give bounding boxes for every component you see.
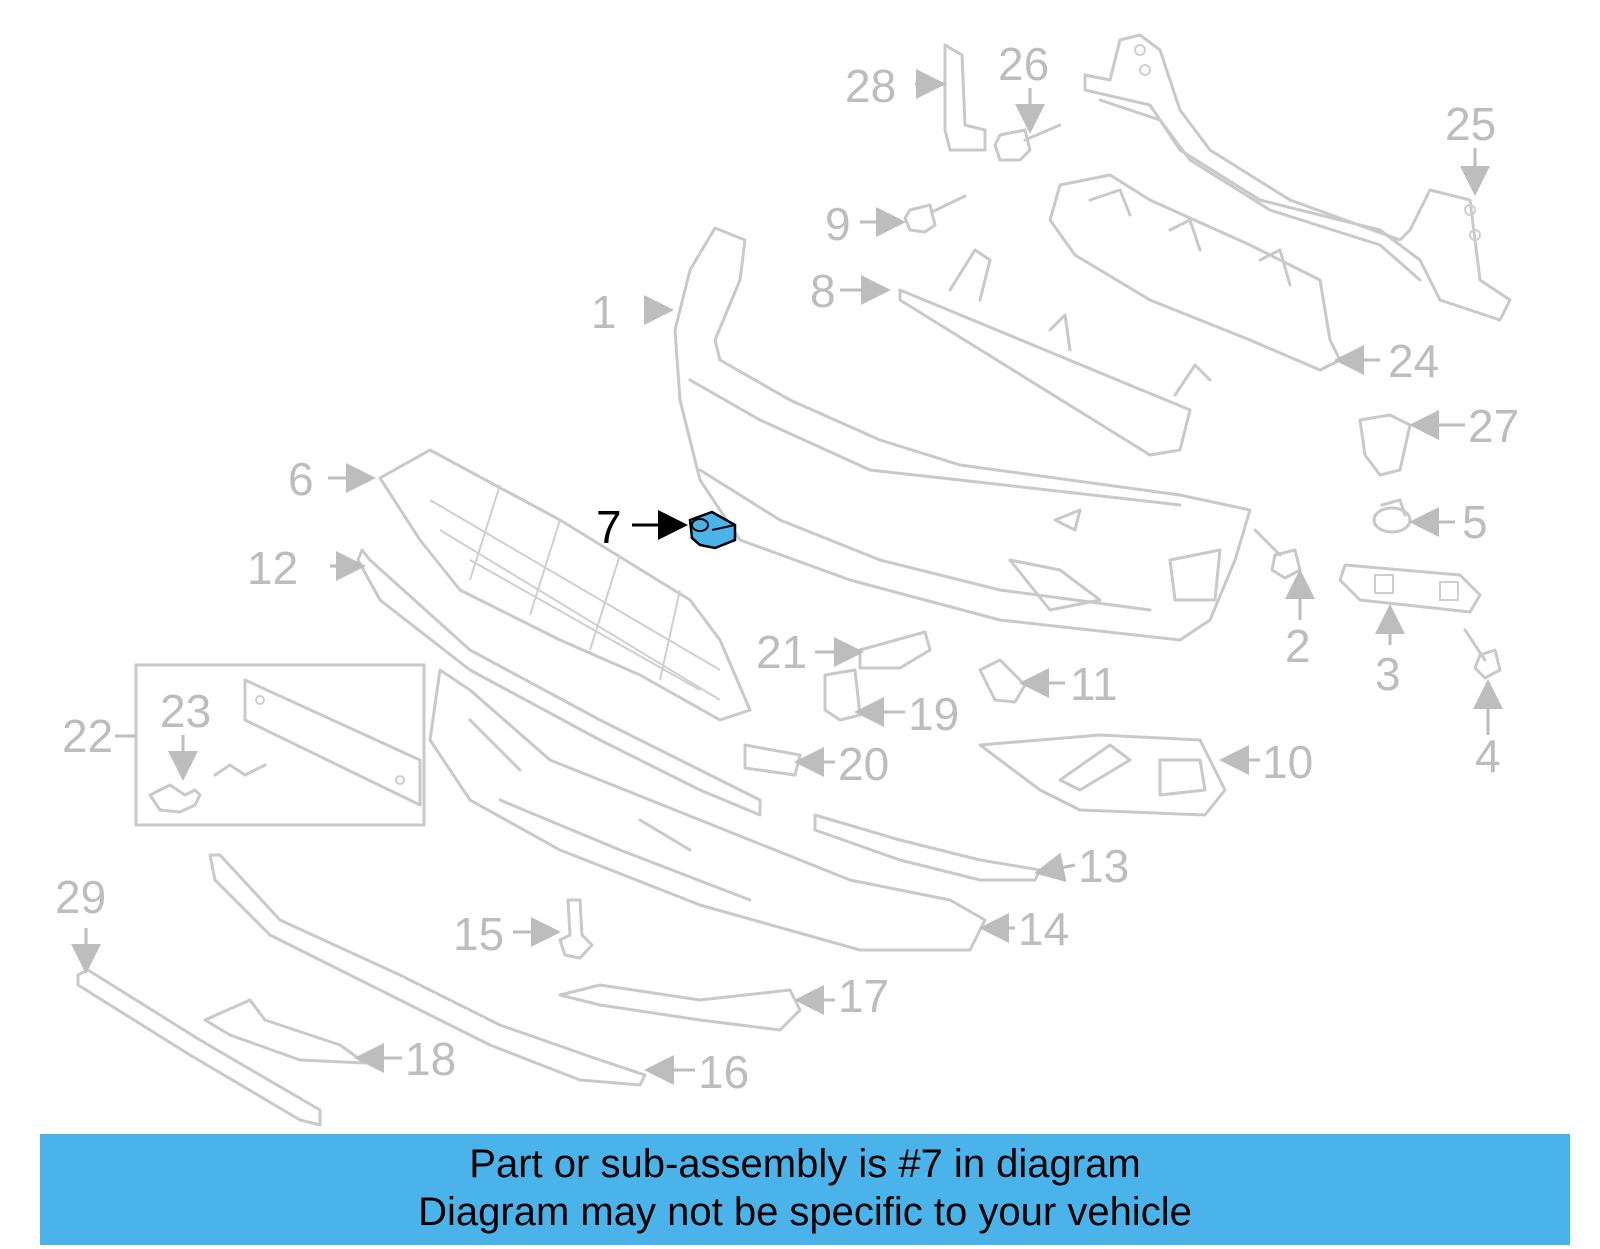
callout-21: 21 — [756, 626, 807, 678]
callout-22: 22 — [62, 710, 113, 762]
part-16-lower-spoiler — [208, 853, 647, 1087]
part-3-bracket — [1338, 563, 1482, 614]
part-27-bracket — [1358, 413, 1412, 477]
part-24-energy-absorber — [1048, 173, 1342, 372]
part-17-trim — [558, 983, 802, 1032]
callout-26: 26 — [998, 38, 1049, 90]
callout-18: 18 — [405, 1033, 456, 1085]
leader-lines — [71, 69, 1503, 1085]
callout-25: 25 — [1445, 98, 1496, 150]
callout-15: 15 — [453, 908, 504, 960]
part-26-bolt — [993, 123, 1062, 162]
part-1-bumper-cover — [673, 226, 1252, 642]
callout-7: 7 — [596, 501, 622, 553]
part-10-fog-bezel — [978, 733, 1227, 817]
callout-24: 24 — [1388, 335, 1439, 387]
part-20-plate — [743, 743, 802, 777]
callout-4: 4 — [1475, 730, 1501, 782]
callout-8: 8 — [810, 265, 836, 317]
callout-19: 19 — [908, 688, 959, 740]
part-12-trim-strip — [356, 548, 762, 817]
callout-10: 10 — [1262, 736, 1313, 788]
part-29-strip — [76, 968, 322, 1127]
callout-23: 23 — [160, 685, 211, 737]
part-21-cover — [858, 630, 932, 670]
part-13-trim — [813, 813, 1042, 882]
part-11-clip — [978, 658, 1027, 704]
part-2-bolt — [1253, 528, 1302, 580]
part-14-lower-panel — [428, 668, 987, 952]
callout-1: 1 — [591, 286, 617, 338]
callout-3: 3 — [1375, 648, 1401, 700]
callout-28: 28 — [845, 60, 896, 112]
callout-11: 11 — [1070, 658, 1118, 710]
part-22-plate-bracket-kit — [134, 663, 426, 827]
part-28-bracket — [943, 43, 987, 152]
callout-12: 12 — [247, 542, 298, 594]
part-7-parking-sensor — [688, 510, 737, 550]
part-4-bolt — [1463, 628, 1502, 680]
callout-29: 29 — [55, 871, 106, 923]
part-8-upper-grille — [898, 248, 1212, 457]
callout-17: 17 — [838, 970, 889, 1022]
callout-2: 2 — [1285, 620, 1311, 672]
part-19-bracket — [823, 668, 862, 722]
callout-13: 13 — [1078, 840, 1129, 892]
callout-6: 6 — [288, 453, 314, 505]
part-25-reinforcement-beam — [1083, 33, 1512, 322]
callout-9: 9 — [825, 198, 851, 250]
info-banner: Part or sub-assembly is #7 in diagram Di… — [40, 1134, 1570, 1245]
part-15-bolt — [558, 898, 594, 960]
callout-16: 16 — [698, 1046, 749, 1098]
part-5-clip — [1372, 498, 1412, 534]
callout-14: 14 — [1018, 903, 1069, 955]
part-9-bolt — [903, 194, 967, 234]
callout-20: 20 — [838, 738, 889, 790]
part-6-lower-grille — [378, 448, 752, 722]
banner-line-1: Part or sub-assembly is #7 in diagram — [469, 1142, 1141, 1186]
banner-line-2: Diagram may not be specific to your vehi… — [418, 1190, 1192, 1234]
part-23-fasteners — [148, 763, 267, 814]
part-18-deflector — [203, 998, 367, 1065]
callout-5: 5 — [1462, 496, 1488, 548]
callout-27: 27 — [1468, 400, 1519, 452]
callout-labels: 1 2 3 4 5 6 7 8 9 10 11 12 13 14 15 16 1… — [55, 38, 1519, 1098]
